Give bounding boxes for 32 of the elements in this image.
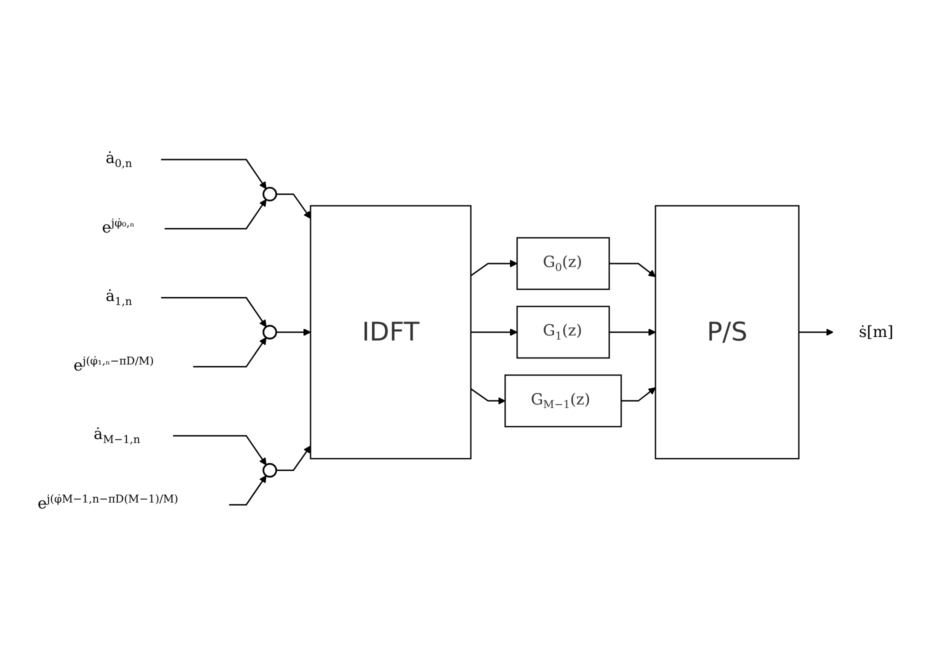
arrow [798, 328, 834, 336]
node-text: ȧ$_{M−1,n}$ [94, 425, 140, 446]
node-text: e$^{j(φ̇₁,ₙ−πD/M)}$ [73, 354, 154, 374]
node-box [516, 236, 610, 290]
arrow [276, 445, 311, 471]
arrow [173, 434, 267, 465]
node-text: ȧ$_{0,n}$ [106, 148, 132, 170]
arrow [609, 262, 656, 277]
arrow [276, 193, 311, 218]
arrow [621, 386, 656, 402]
block-diagram: ȧ$_{0,n}$ e$^{jφ̇₀,ₙ}$ ȧ$_{1,n}$ e$^{j(φ̇₁,ₙ−πD/M)}$ ȧ$_{M−1,n}$ e$^{j(φ̇M−1,n−πD(M−1)/M)}$ IDFT G$_{0}$(z) G$_{1}$(z) G$_{M−1}$(z) P/S ṡ[m] [5, 126, 926, 538]
arrow [164, 198, 267, 229]
node-text: ȧ$_{1,n}$ [106, 286, 132, 308]
arrow [193, 336, 267, 367]
node-circle [262, 186, 278, 202]
node-box [654, 204, 800, 459]
node-text: e$^{j(φ̇M−1,n−πD(M−1)/M)}$ [38, 492, 178, 513]
node-box [504, 374, 622, 427]
arrow [161, 296, 267, 327]
arrow [470, 388, 506, 404]
node-text: ṡ[m] [858, 322, 894, 341]
arrow [470, 328, 518, 336]
arrow [470, 259, 518, 276]
arrow [229, 474, 267, 506]
node-circle [262, 462, 278, 478]
arrow [161, 158, 267, 189]
node-text: e$^{jφ̇₀,ₙ}$ [102, 216, 134, 236]
node-circle [262, 324, 278, 340]
node-box [516, 305, 610, 358]
arrow [609, 328, 656, 336]
node-box [310, 204, 472, 459]
arrow [276, 328, 311, 336]
